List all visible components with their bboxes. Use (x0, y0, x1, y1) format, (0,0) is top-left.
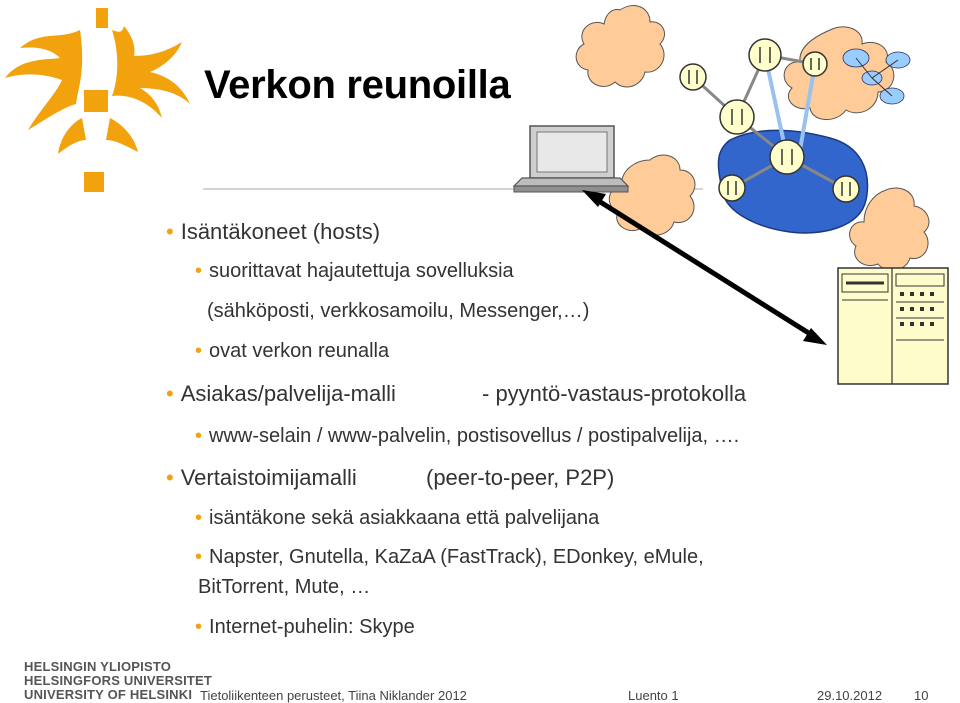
title-divider (203, 188, 703, 190)
bullet-client-server-extra: - pyyntö-vastaus-protokolla (482, 381, 747, 406)
cloud-icon (575, 5, 665, 88)
bullet-hosts-sub1: • suorittavat hajautettuja sovelluksia (195, 260, 514, 283)
bullet-dot: • (195, 425, 203, 447)
footer-date: 29.10.2012 (817, 688, 883, 703)
bullet-dot: • (166, 219, 174, 244)
bullet-hosts: •Isäntäkoneet (hosts) (166, 219, 380, 245)
bullet-client-server: •Asiakas/palvelija-malli (166, 381, 396, 407)
router-icon (679, 38, 860, 203)
bullet-text: ovat verkon reunalla (209, 340, 390, 362)
bullet-text: www-selain / www-palvelin, postisovellus… (209, 425, 740, 447)
bullet-text: Napster, Gnutella, KaZaA (FastTrack), ED… (209, 546, 704, 568)
bullet-hosts-sub1-cont: (sähköposti, verkkosamoilu, Messenger,…) (207, 300, 590, 322)
bullet-p2p: •Vertaistoimijamalli (166, 465, 357, 491)
bullet-text: isäntäkone sekä asiakkaana että palvelij… (209, 507, 600, 529)
bullet-dot: • (195, 616, 203, 638)
bullet-dot: • (166, 465, 174, 490)
bullet-text: Isäntäkoneet (hosts) (180, 219, 381, 244)
double-arrow-icon (582, 190, 827, 345)
bullet-dot: • (195, 340, 203, 362)
bullet-dot: • (166, 381, 174, 406)
bullet-hosts-sub2: • ovat verkon reunalla (195, 340, 389, 363)
cloud-icon (783, 26, 895, 120)
cloud-icon (608, 154, 696, 236)
page-title: Verkon reunoilla (204, 63, 511, 107)
bullet-text: Internet-puhelin: Skype (209, 616, 415, 638)
footer-page-number: 10 (914, 688, 929, 703)
university-line-sv: HELSINGFORS UNIVERSITET (24, 673, 213, 688)
bullet-p2p-sub2: • Napster, Gnutella, KaZaA (FastTrack), E… (195, 546, 704, 569)
bullet-client-server-sub1: • www-selain / www-palvelin, postisovellu… (195, 425, 739, 448)
bullet-dot: • (195, 546, 203, 568)
bullet-dot: • (195, 507, 203, 529)
university-name: HELSINGIN YLIOPISTO HELSINGFORS UNIVERSI… (24, 660, 212, 702)
laptop-icon (512, 125, 630, 193)
network-diagram (512, 5, 949, 385)
university-line-en: UNIVERSITY OF HELSINKI (24, 687, 193, 702)
university-line-fi: HELSINGIN YLIOPISTO (24, 659, 172, 674)
university-flame-logo (5, 8, 190, 192)
bullet-text: Vertaistoimijamalli (180, 465, 357, 490)
server-icon (837, 267, 949, 385)
footer-course: Tietoliikenteen perusteet, Tiina Nikland… (200, 688, 467, 703)
bullet-p2p-sub3: • Internet-puhelin: Skype (195, 616, 415, 639)
bullet-dot: • (195, 260, 203, 282)
bullet-p2p-sub2-cont: BitTorrent, Mute, … (198, 576, 371, 598)
bullet-p2p-extra: (peer-to-peer, P2P) (426, 465, 615, 490)
bullet-text: suorittavat hajautettuja sovelluksia (209, 260, 514, 282)
footer-lecture: Luento 1 (628, 688, 679, 703)
bullet-text: Asiakas/palvelija-malli (180, 381, 396, 406)
bullet-p2p-sub1: • isäntäkone sekä asiakkaana että palveli… (195, 507, 599, 530)
